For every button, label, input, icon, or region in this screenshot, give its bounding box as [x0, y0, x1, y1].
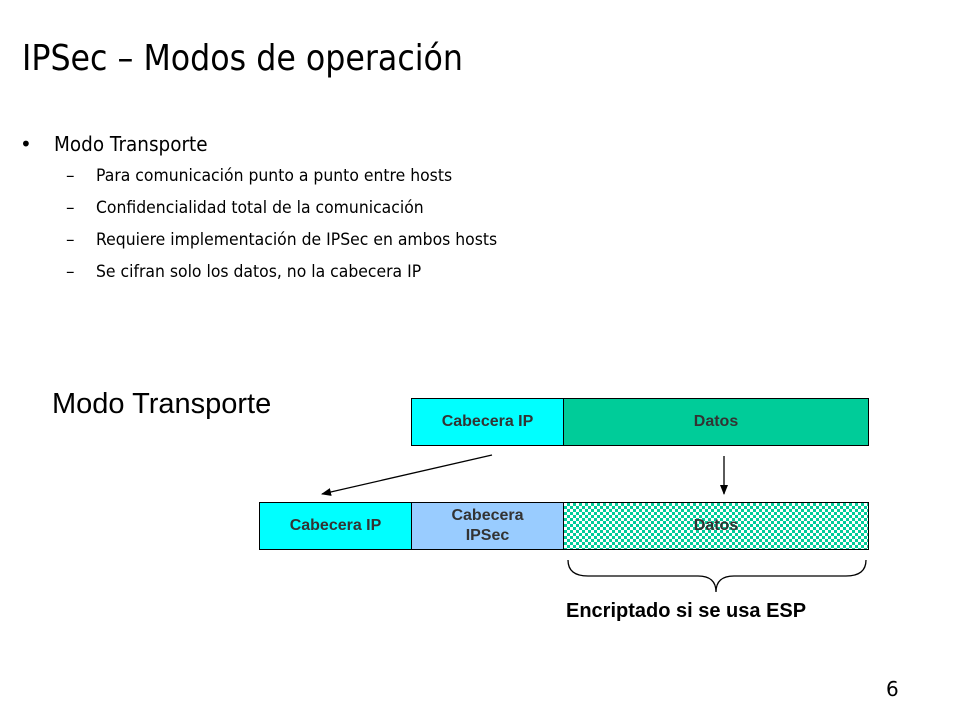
ipsec-header-label-line2: IPSec [465, 527, 510, 544]
bullet-marker: • [20, 132, 32, 156]
sub-bullet-text: Para comunicación punto a punto entre ho… [96, 166, 453, 186]
sub-bullet-text: Confidencialidad total de la comunicació… [96, 198, 424, 218]
sub-bullet-marker: – [66, 230, 75, 250]
original-data-box: Datos [563, 398, 869, 446]
encryption-label: Encriptado si se usa ESP [566, 600, 807, 622]
transport-ip-header-label: Cabecera IP [289, 517, 382, 534]
diagram-title: Modo Transporte [52, 388, 272, 420]
transport-ip-header-box: Cabecera IP [259, 502, 412, 550]
page-number: 6 [886, 677, 899, 701]
sub-bullet-text: Requiere implementación de IPSec en ambo… [96, 230, 498, 250]
encryption-brace [567, 559, 867, 593]
ip-header-move-arrow [321, 454, 493, 496]
original-data-label: Datos [693, 413, 739, 430]
sub-bullet-marker: – [66, 198, 75, 218]
ipsec-header-label: Cabecera IPSec [451, 506, 523, 546]
bullet-text: Modo Transporte [54, 132, 208, 156]
encrypted-data-box: Datos [563, 502, 869, 550]
sub-bullet-text: Se cifran solo los datos, no la cabecera… [96, 262, 422, 282]
sub-bullet-marker: – [66, 262, 75, 282]
original-ip-header-label: Cabecera IP [441, 413, 534, 430]
sub-bullet-marker: – [66, 166, 75, 186]
slide-title: IPSec – Modos de operación [22, 38, 464, 79]
encrypted-data-label: Datos [693, 517, 739, 534]
ipsec-header-label-line1: Cabecera [451, 507, 524, 524]
original-ip-header-box: Cabecera IP [411, 398, 564, 446]
